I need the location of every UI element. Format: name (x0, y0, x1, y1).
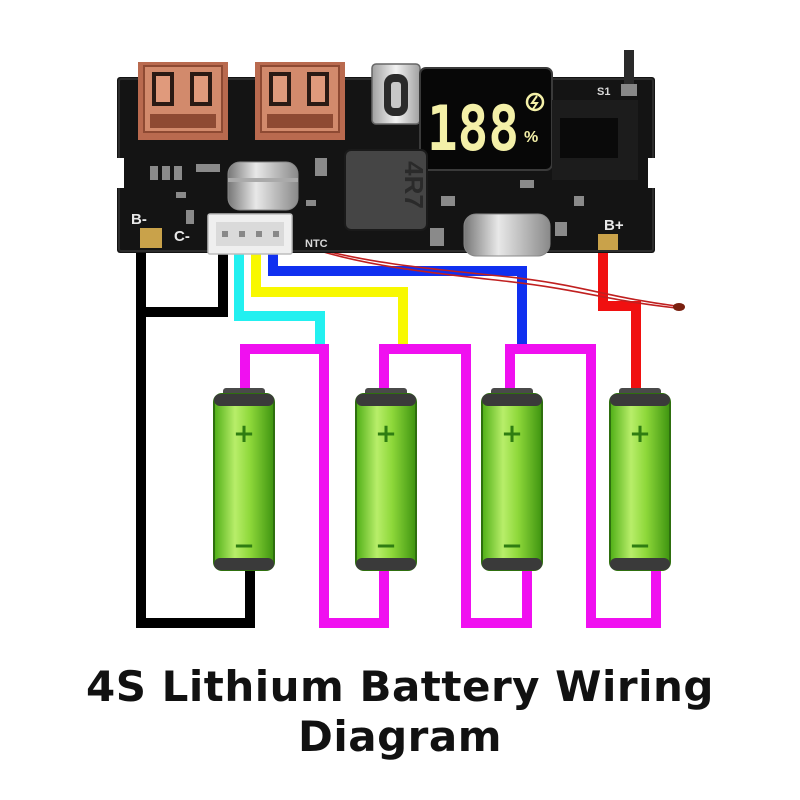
pcb-board: 188 % S1 4R7 (108, 50, 664, 257)
cell-positive-sign: + (629, 419, 651, 449)
cell-positive-sign: + (501, 419, 523, 449)
cell-negative-sign: − (233, 531, 255, 561)
usb-a-port-2 (255, 62, 345, 140)
balance-wire-blue (268, 250, 527, 345)
capacitor-1 (227, 161, 299, 211)
switch-label: S1 (597, 86, 610, 98)
usb-a-port-1 (138, 62, 228, 140)
led-display: 188 % (419, 67, 553, 171)
inductor-marking: 4R7 (399, 161, 429, 209)
positive-wire (598, 250, 641, 395)
b-minus-pad (140, 228, 162, 248)
label-b-minus: B- (131, 211, 147, 228)
battery-cell-2: + − (355, 388, 417, 571)
cell-negative-sign: − (375, 531, 397, 561)
series-link-3 (505, 344, 661, 628)
series-link-2 (379, 344, 532, 628)
battery-cell-3: + − (481, 388, 543, 571)
battery-cell-1: + − (213, 388, 275, 571)
cell-positive-sign: + (375, 419, 397, 449)
cell-negative-sign: − (629, 531, 651, 561)
label-b-plus: B+ (604, 217, 624, 234)
balance-wire-cyan (234, 250, 325, 345)
balance-wire-yellow (251, 250, 408, 345)
battery-cell-4: + − (609, 388, 671, 571)
display-digits: 188 (427, 92, 519, 165)
display-percent: % (524, 129, 538, 146)
ntc-lead (299, 243, 677, 309)
series-link-1 (240, 344, 389, 628)
wires (136, 250, 661, 628)
capacitor-2 (463, 213, 551, 257)
balance-connector (207, 213, 293, 255)
cell-negative-sign: − (501, 531, 523, 561)
smd-components (150, 158, 584, 246)
cell-positive-sign: + (233, 419, 255, 449)
b-plus-pad (598, 234, 618, 250)
label-c-minus: C- (174, 228, 190, 245)
ground-wire (136, 250, 255, 628)
ntc-thermistor (673, 303, 685, 311)
inductor: 4R7 (344, 149, 429, 231)
diagram-title: 4S Lithium Battery Wiring Diagram (86, 662, 714, 761)
usb-c-port (371, 63, 421, 125)
ground-wire-branch (141, 250, 228, 317)
charging-icon (525, 92, 545, 112)
label-ntc: NTC (305, 238, 328, 250)
